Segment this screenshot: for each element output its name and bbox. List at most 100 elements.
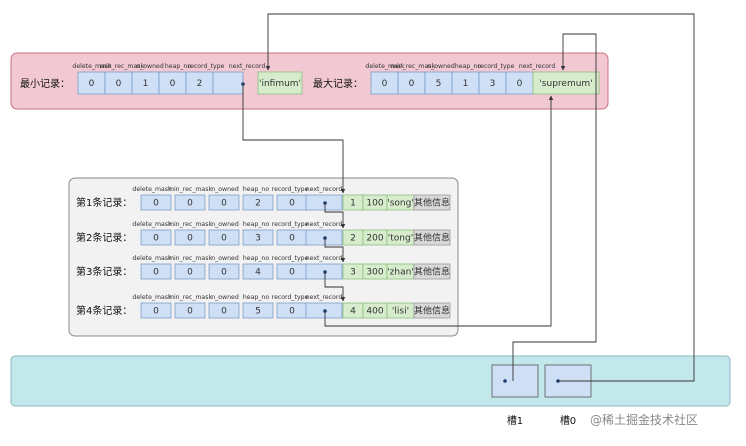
record-3-cell-0-text: 0: [153, 268, 159, 278]
record-3-header-heap_no: heap_no: [243, 255, 269, 262]
max-cell-5-text: 0: [517, 79, 523, 89]
arrow-record-4-to-supremum: [324, 95, 554, 327]
record-2-cell-4-text: 0: [289, 234, 295, 244]
min-header-delete_mask: delete_mask: [72, 63, 112, 70]
top-panel: [10, 52, 609, 110]
min-cell-3-text: 0: [170, 79, 176, 89]
record-3-cell-3-text: 4: [255, 268, 261, 278]
arrow-slot-1-to-supremum: [512, 33, 597, 381]
arrow-record-3-to-record-4: [324, 272, 346, 302]
min-header-n_owned: n_owned: [136, 63, 164, 70]
max-header-n_owned: n_owned: [427, 63, 455, 70]
record-2-cell-0-text: 0: [153, 234, 159, 244]
record-1-header-next_record: next_record: [306, 186, 343, 193]
slot-1-dot: [503, 379, 507, 383]
record-3-header-min_rec_mask: min_rec_mask: [168, 255, 213, 262]
record-3-cell-0: [140, 263, 172, 280]
record-2-col-0-text: 2: [350, 234, 356, 244]
record-1-cell-1-text: 0: [187, 199, 193, 209]
record-2-col-3: [413, 229, 451, 246]
record-1-col-3-text: 其他信息: [414, 197, 450, 209]
min-cell-2-text: 1: [143, 79, 149, 89]
record-2-header-next_record: next_record: [306, 221, 343, 228]
max-header-min_rec_mask: min_rec_mask: [391, 63, 436, 70]
arrow-record-1-to-record-2: [324, 203, 346, 229]
record-2-header-delete_mask: delete_mask: [132, 221, 172, 228]
record-1-cell-4-text: 0: [289, 199, 295, 209]
record-4-cell-2: [208, 302, 240, 319]
record-2-label: 第2条记录：: [76, 231, 132, 244]
record-2-cell-3-text: 3: [255, 234, 261, 244]
max-cell-4-text: 3: [490, 79, 496, 89]
record-3-col-3-text: 其他信息: [414, 266, 450, 278]
record-1-cell-2: [208, 194, 240, 211]
record-2-col-2-text: 'tong': [388, 234, 413, 244]
record-4-cell-3: [242, 302, 274, 319]
record-4-cell-2-text: 0: [221, 307, 227, 317]
min-cell-1-text: 0: [116, 79, 122, 89]
record-4-header-delete_mask: delete_mask: [132, 294, 172, 301]
record-3-label: 第3条记录：: [76, 265, 132, 278]
record-1-header-record_type: record_type: [272, 186, 309, 193]
max-record-label: 最大记录：: [313, 77, 363, 90]
record-4-header-record_type: record_type: [272, 294, 309, 301]
infimum-cell: [257, 71, 303, 95]
min-record-label: 最小记录：: [20, 78, 70, 90]
max-cell-0-text: 0: [382, 79, 388, 89]
record-3-cell-1: [174, 263, 206, 280]
record-4-header-heap_no: heap_no: [243, 294, 269, 301]
record-4-cell-4-text: 0: [289, 307, 295, 317]
record-1-cell-2-text: 0: [221, 199, 227, 209]
infimum-cell-text: 'infimum': [259, 79, 301, 89]
max-header-delete_mask: delete_mask: [365, 63, 405, 70]
arrow-infimum-to-record-1: [242, 84, 346, 194]
record-2-cell-0: [140, 229, 172, 246]
record-1-header-heap_no: heap_no: [243, 186, 269, 193]
min-header-heap_no: heap_no: [165, 63, 191, 70]
arrow-slot-0-to-infimum: [265, 13, 695, 382]
supremum-cell-text: 'supremum': [539, 79, 592, 89]
max-cell-2-text: 5: [436, 79, 442, 89]
record-1-cell-0-text: 0: [153, 199, 159, 209]
max-header-next_record: next_record: [519, 63, 556, 70]
record-2-cell-1: [174, 229, 206, 246]
record-2-header-n_owned: n_owned: [211, 221, 239, 228]
record-1-col-2-text: 'song': [387, 199, 414, 209]
record-3-cell-2: [208, 263, 240, 280]
arrow-record-2-to-record-3: [324, 238, 346, 263]
max-header-record_type: record_type: [478, 63, 515, 70]
record-1-col-1-text: 100: [366, 199, 383, 209]
record-3-col-2-text: 'zhan': [387, 268, 414, 278]
record-1-cell-3-text: 2: [255, 199, 261, 209]
slot-1-box: [491, 364, 539, 398]
record-1-header-min_rec_mask: min_rec_mask: [168, 186, 213, 193]
record-3-header-next_record: next_record: [306, 255, 343, 262]
record-3-header-n_owned: n_owned: [211, 255, 239, 262]
min-next-record-cell: [212, 71, 244, 95]
min-header-min_rec_mask: min_rec_mask: [100, 63, 145, 70]
record-4-col-1-text: 400: [366, 307, 383, 317]
record-1-cell-0: [140, 194, 172, 211]
record-2-cell-3: [242, 229, 274, 246]
record-1-header-delete_mask: delete_mask: [132, 186, 172, 193]
slot-1-label: 槽1: [507, 414, 523, 427]
record-2-cell-2-text: 0: [221, 234, 227, 244]
record-2-cell-1-text: 0: [187, 234, 193, 244]
min-cell-4-text: 2: [197, 79, 203, 89]
record-2-header-record_type: record_type: [272, 221, 309, 228]
record-4-header-next_record: next_record: [306, 294, 343, 301]
record-2-col-1-text: 200: [366, 234, 383, 244]
min-header-record_type: record_type: [188, 63, 225, 70]
record-1-col-0-text: 1: [350, 199, 356, 209]
record-2-header-min_rec_mask: min_rec_mask: [168, 221, 213, 228]
record-4-cell-1-text: 0: [187, 307, 193, 317]
record-3-cell-4-text: 0: [289, 268, 295, 278]
records-panel: [68, 177, 459, 337]
max-cell-3-text: 1: [463, 79, 469, 89]
slot-0-label: 槽0: [560, 414, 576, 427]
record-4-col-2-text: 'lisi': [392, 307, 409, 317]
